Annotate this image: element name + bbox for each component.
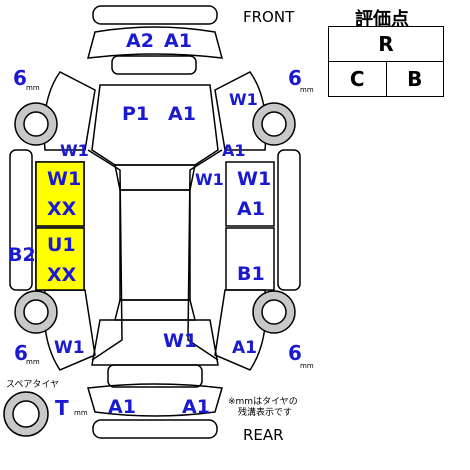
rear-bumper-outline [92, 419, 218, 439]
windshield-right-code: W1 [195, 170, 224, 189]
front-label: FRONT [243, 8, 295, 26]
cabin-outline [87, 149, 223, 361]
trunk-outline [91, 319, 219, 366]
mm-unit: mm [26, 358, 40, 366]
right-front-door-shape [225, 161, 275, 227]
mm-unit: mm [300, 86, 314, 94]
left-rear-door-code-1: U1 [47, 234, 76, 256]
right-rear-fender-code: A1 [232, 338, 257, 358]
mm-unit: mm [74, 409, 88, 417]
hood-code-2: A1 [168, 103, 196, 125]
rear-window [114, 299, 196, 321]
front-bumper-outline [92, 5, 218, 25]
note-line-2: 残溝表示です [238, 408, 293, 418]
roof [119, 189, 191, 301]
tire-depth-rear-left: 6 [14, 341, 28, 365]
hood-outline [91, 84, 219, 166]
rear-label: REAR [243, 426, 284, 444]
rear-bumper-code-2: A1 [182, 396, 210, 418]
grade-title: 評価点 [355, 9, 409, 30]
front-bumper-code-2: A1 [164, 30, 192, 52]
right-front-door-code-1: W1 [237, 168, 272, 190]
left-rear-door-highlight [35, 227, 85, 291]
front-right-fender-code: W1 [229, 90, 258, 109]
right-sill [277, 149, 301, 291]
front-bumper-code-1: A2 [126, 30, 154, 52]
note-line-1: ※mmはタイヤの [228, 397, 298, 407]
front-grille [111, 55, 197, 75]
left-sill-code: B2 [8, 244, 36, 266]
left-rear-fender-code: W1 [54, 338, 85, 358]
right-front-pillar-code: A1 [222, 141, 246, 160]
spare-label: スペアタイヤ [6, 380, 60, 390]
left-front-door-code-1: W1 [47, 168, 82, 190]
tire-depth-spare: T [55, 396, 69, 420]
hood-code-1: P1 [122, 103, 150, 125]
front-bumper-shape [86, 26, 224, 59]
mm-unit: mm [300, 362, 314, 370]
tire-depth-rear-right: 6 [288, 341, 302, 365]
right-rear-door-code: B1 [237, 263, 265, 285]
tire-depth-front-left: 6 [13, 66, 27, 90]
grade-overall: R [328, 26, 444, 62]
rear-bumper-code-1: A1 [108, 396, 136, 418]
windshield [114, 164, 196, 191]
rear-panel [107, 364, 203, 388]
left-sill [9, 149, 33, 291]
mm-unit: mm [26, 84, 40, 92]
left-front-pillar-code: W1 [60, 141, 89, 160]
left-front-door-code-2: XX [47, 198, 77, 220]
rear-bumper-shape [87, 383, 223, 417]
right-front-door-code-2: A1 [237, 198, 265, 220]
tire-depth-front-right: 6 [288, 66, 302, 90]
grade-interior: C [328, 61, 387, 97]
grade-table: R C B [328, 26, 444, 97]
left-rear-door-code-2: XX [47, 264, 77, 286]
grade-exterior: B [385, 61, 444, 97]
left-front-door-highlight [35, 161, 85, 227]
trunk-code: W1 [163, 330, 198, 352]
